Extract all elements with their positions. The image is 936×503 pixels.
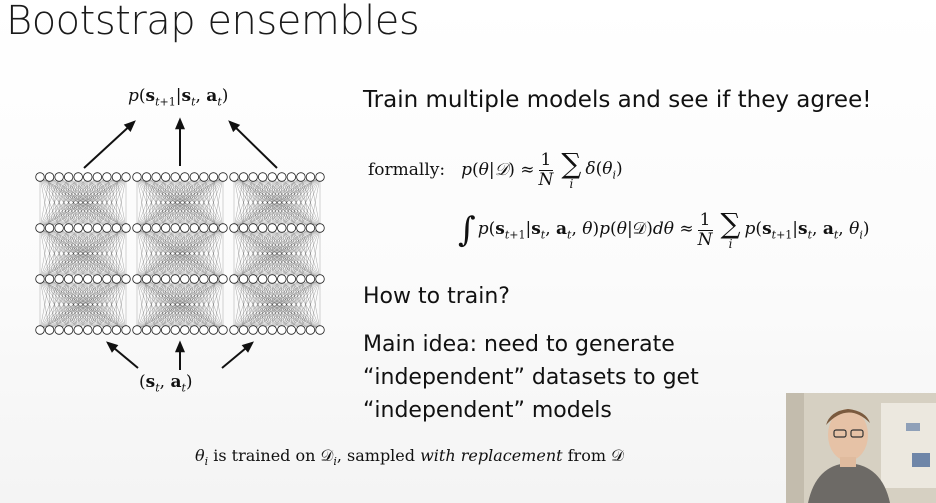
main-idea-line-1: Main idea: need to generate xyxy=(363,332,675,357)
slide-caption: θi is trained on 𝒟i, sampled with replac… xyxy=(195,446,624,469)
input-arrow-left-head xyxy=(106,341,119,353)
network-2 xyxy=(132,172,228,335)
output-arrow-left-head xyxy=(123,120,136,132)
output-arrow-left xyxy=(83,121,135,169)
input-arrow-center-head xyxy=(174,340,186,353)
main-idea-line-3: “independent” models xyxy=(363,398,612,423)
output-arrow-center-head xyxy=(174,117,186,130)
bullet-train-multiple: Train multiple models and see if they ag… xyxy=(363,87,872,113)
formally-label: formally: xyxy=(368,160,446,180)
bullet-how-to-train: How to train? xyxy=(363,284,510,309)
slide-title: Bootstrap ensembles xyxy=(6,0,420,44)
input-arrow-right-head xyxy=(241,341,254,353)
output-distribution-label: p(st+1|st, at) xyxy=(128,86,229,109)
network-3 xyxy=(229,172,325,335)
bullet-main-idea: Main idea: need to generate “independent… xyxy=(363,328,699,427)
network-1 xyxy=(35,172,131,335)
input-label: (st, at) xyxy=(139,372,193,395)
main-idea-line-2: “independent” datasets to get xyxy=(363,365,699,390)
presenter-video-icon xyxy=(786,393,936,503)
output-arrow-right xyxy=(229,121,278,169)
output-arrow-right-head xyxy=(228,120,241,133)
